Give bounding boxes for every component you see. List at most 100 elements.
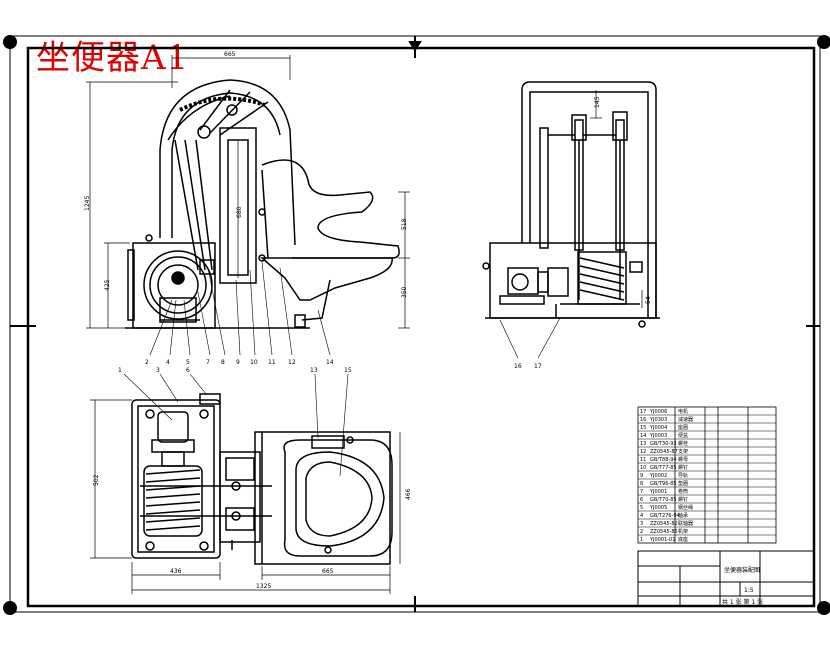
bom-row-code: YJ0005 — [649, 505, 667, 511]
dim-right-upper: 518 — [401, 218, 408, 230]
bom-row-code: YJ0004 — [649, 425, 667, 431]
bom-row-no: 14 — [640, 433, 646, 439]
leader-front-4: 4 — [166, 359, 170, 366]
drawing-title: 坐便器A1 — [36, 38, 190, 78]
bom-row-code: GB/T77-85 — [650, 465, 677, 471]
inner-frame — [26, 46, 816, 608]
dim-plan-left: 436 — [170, 568, 182, 575]
bom-row-name: 电机 — [678, 408, 688, 415]
bom-row-no: 17 — [640, 409, 646, 415]
right-view — [482, 81, 660, 328]
title-block — [637, 550, 815, 607]
bom-row-code: YJ0002 — [649, 473, 667, 479]
bom-row-no: 10 — [640, 465, 646, 471]
bom-row-no: 13 — [640, 441, 646, 447]
bom-row-no: 11 — [640, 457, 646, 463]
bom-row-no: 3 — [640, 521, 643, 527]
dim-right-lower: 350 — [401, 286, 408, 298]
bom-row-name: 减速器 — [678, 416, 693, 423]
bom-row-name: 导轨 — [678, 472, 688, 479]
right-dimensions — [590, 90, 643, 308]
dim-overall-height: 1245 — [84, 196, 91, 211]
right-leaders — [499, 317, 561, 359]
dim-top-width: 665 — [224, 51, 236, 58]
front-view — [125, 79, 400, 329]
dim-right-view-top: 145 — [594, 96, 601, 108]
leader-front-11: 11 — [268, 359, 276, 366]
bom-row-code: GB/T88-94 — [650, 457, 677, 463]
bom-row-no: 9 — [640, 473, 643, 479]
bom-row-name: 螺钉 — [678, 496, 688, 503]
corner-marks — [3, 35, 830, 615]
leader-front-10: 10 — [250, 359, 258, 366]
bom-table — [637, 406, 777, 544]
leader-plan-3: 3 — [156, 367, 160, 374]
bom-row-name: 轴承 — [678, 512, 688, 519]
front-leaders — [149, 261, 331, 356]
leader-front-12: 12 — [288, 359, 296, 366]
bom-row-code: GB/T276-94 — [650, 513, 680, 519]
bom-row-name: 卷筒 — [678, 488, 688, 495]
leader-front-7: 7 — [206, 359, 210, 366]
title-block-name: 坐便器装配图 — [724, 566, 760, 574]
bom-row-code: YJ0001 — [649, 489, 667, 495]
plan-dimensions — [90, 399, 401, 594]
leader-plan-1: 1 — [118, 367, 122, 374]
bom-row-no: 6 — [640, 497, 643, 503]
bom-row-name: 底座 — [678, 536, 688, 543]
dim-plan-total: 1325 — [256, 583, 271, 590]
leader-front-9: 9 — [236, 359, 240, 366]
leader-right-16: 16 — [514, 363, 522, 370]
dim-base-height: 425 — [104, 279, 111, 291]
bom-row-code: YJ0003 — [649, 433, 667, 439]
leader-front-8: 8 — [221, 359, 225, 366]
title-block-scale: 1:5 — [744, 587, 754, 594]
bom-row-name: 垫圈 — [678, 480, 688, 487]
bom-row-name: 机架 — [678, 528, 688, 535]
bom-row-code: GB/T70-85 — [650, 497, 677, 503]
bom-row-name: 支架 — [678, 448, 688, 455]
bom-row-code: GB/T30-93 — [650, 441, 677, 447]
bom-row-no: 5 — [640, 505, 643, 511]
dim-plan-depth: 502 — [93, 474, 100, 486]
bom-row-code: ZZ0545-87 — [650, 449, 678, 455]
bom-row-no: 2 — [640, 529, 643, 535]
leader-right-17: 17 — [534, 363, 542, 370]
bom-row-code: GB/T96-85 — [650, 481, 677, 487]
dim-inner-height: 680 — [236, 206, 243, 218]
leader-plan-6: 6 — [186, 367, 190, 374]
bom-row-no: 7 — [640, 489, 643, 495]
bom-row-name: 钢丝绳 — [678, 504, 693, 511]
bom-row-name: 联轴器 — [678, 520, 693, 527]
bom-row-code: YJ0006 — [649, 409, 667, 415]
bom-row-name: 螺栓 — [678, 440, 688, 447]
plan-leaders — [123, 373, 349, 477]
bom-row-name: 便盆 — [678, 432, 688, 439]
bom-row-name: 螺母 — [678, 456, 688, 463]
leader-front-5: 5 — [186, 359, 190, 366]
bom-row-no: 12 — [640, 449, 646, 455]
dim-plan-right: 665 — [322, 568, 334, 575]
bom-row-code: ZZ0545-82 — [650, 521, 678, 527]
bom-row-code: ZZ0545-85 — [650, 529, 678, 535]
centering-marks — [10, 36, 820, 612]
title-block-sheet: 共 1 张 第 1 张 — [722, 598, 763, 606]
bom-row-name: 螺钉 — [678, 464, 688, 471]
bom-row-no: 1 — [640, 537, 643, 543]
dim-right-view-bottom: 54 — [645, 296, 652, 304]
bom-row-name: 座圈 — [678, 424, 688, 431]
leader-plan-15: 15 — [344, 367, 352, 374]
leader-plan-13: 13 — [310, 367, 318, 374]
dim-plan-width: 466 — [405, 488, 412, 500]
leader-front-14: 14 — [326, 359, 334, 366]
plan-view — [131, 393, 393, 565]
bom-row-no: 8 — [640, 481, 643, 487]
bom-row-no: 15 — [640, 425, 646, 431]
bom-row-no: 16 — [640, 417, 646, 423]
front-dimensions — [86, 55, 410, 329]
bom-row-no: 4 — [640, 513, 643, 519]
leader-front-2: 2 — [145, 359, 149, 366]
bom-row-code: YJ0303 — [649, 417, 667, 423]
